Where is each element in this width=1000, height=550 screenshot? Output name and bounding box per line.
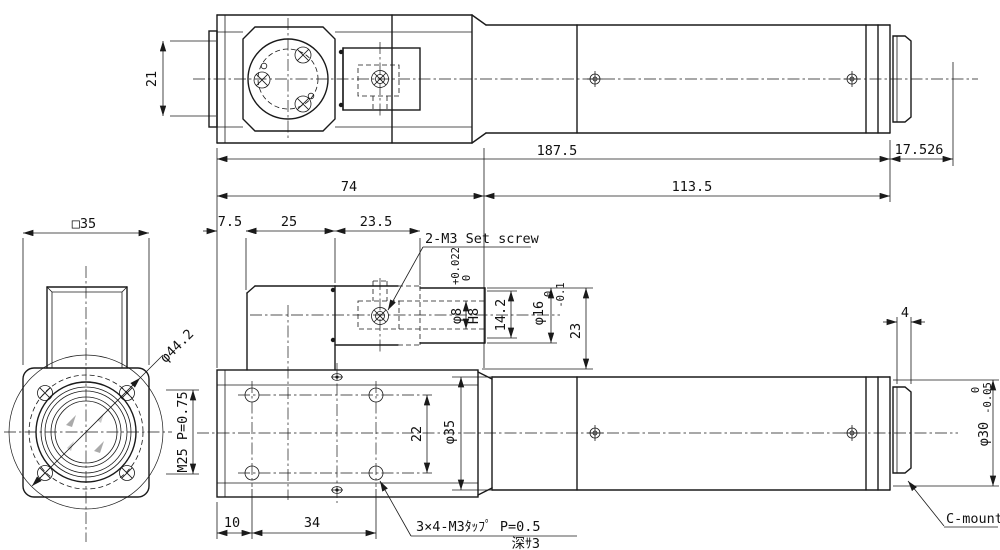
label-set-screw: 2-M3 Set screw [425,231,540,247]
barrel-screw-icon [844,71,860,87]
dim-dia16: φ16 [531,301,547,325]
edge-screw-icon [331,373,343,494]
dim-m25: M25 P=0.75 [175,391,191,472]
dim-h8: H8 [466,308,482,324]
dim-23-5: 23.5 [360,214,393,230]
tol-30-upper: 0 [970,387,982,393]
tol-30-lower: -0.05 [982,382,994,414]
c-mount-thread [892,386,912,474]
dimension-annotations: 21 187.5 17.526 74 113.5 7.5 25 23.5 2-M… [22,40,1000,550]
front-view [4,266,172,542]
top-side-view [193,14,978,144]
dim-23: 23 [568,323,584,339]
dim-74: 74 [341,179,357,195]
dim-7-5: 7.5 [218,214,242,230]
dim-dia44-2: φ44.2 [157,326,197,366]
dim-dia8: φ8 [449,308,465,324]
tol-8-lower: 0 [461,275,473,281]
dim-22: 22 [409,426,425,442]
bottom-side-view [197,278,958,503]
label-tap-depth: 深ｻ3 [512,536,540,550]
dim-187-5: 187.5 [537,143,578,159]
tol-8-upper: +0.022 [450,247,462,285]
barrel-screw-icon [844,425,860,441]
set-screw-icon [371,70,389,88]
dim-dia35: φ35 [442,420,458,444]
tapped-hole [244,387,384,481]
dim-14-2: 14.2 [493,299,509,332]
dim-113-5: 113.5 [672,179,713,195]
tol-16-upper: 0 [543,291,555,297]
dim-4: 4 [901,305,909,321]
barrel-screw-icon [587,425,603,441]
dim-25: 25 [281,214,297,230]
barrel-screw-icon [587,71,603,87]
tol-16-lower: -0.1 [555,282,567,307]
dim-34: 34 [304,515,320,531]
flange-screw-icon [253,46,315,113]
dim-10: 10 [224,515,240,531]
dim-21: 21 [144,71,160,87]
dim-17-526: 17.526 [895,142,944,158]
dim-dia30: φ30 [976,422,992,446]
label-tap: 3×4-M3ﾀｯﾌﾟ P=0.5 [416,519,541,535]
label-c-mount: C-mount [946,511,1000,527]
set-screw-icon [371,307,389,325]
dim-sq35: □35 [72,216,96,232]
